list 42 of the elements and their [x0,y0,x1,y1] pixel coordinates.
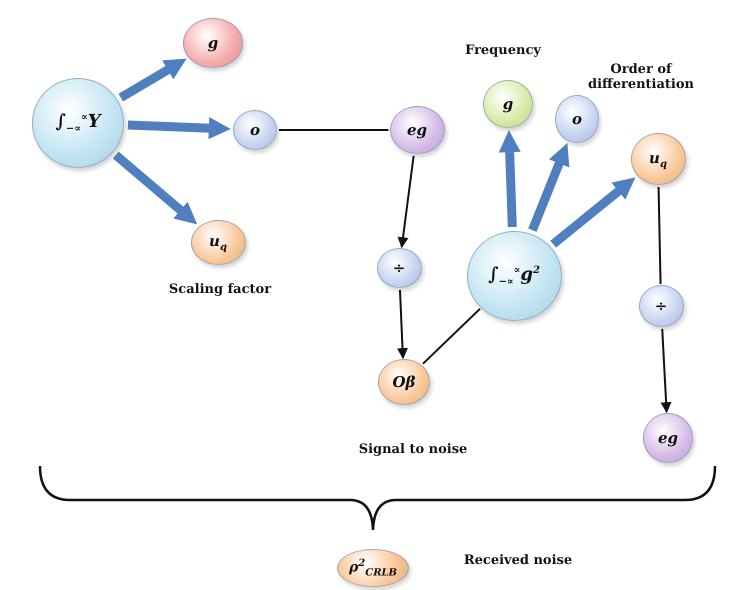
circle-node [190,220,246,264]
caption-label: Signal to noise [358,442,468,457]
arrow [550,177,636,248]
circle-node [378,359,430,405]
math-label: u$_{q}$ [649,148,667,170]
circle-node [555,95,599,143]
math-label: Oβ [392,373,416,391]
connector-line [658,186,662,284]
circle-node [376,248,422,288]
circle-node [390,106,444,154]
math-label: g [208,34,218,52]
circle-node [183,18,243,68]
circle-node [630,133,686,185]
math-label: g [502,95,514,113]
arrow [112,152,198,224]
arrow [118,58,187,102]
arrow [398,156,415,248]
arrow [397,290,408,360]
circle-node [483,80,533,128]
circle-node [337,549,409,587]
math-label: o [250,121,260,139]
math-label: ∫$_{−∝}$$^{∝}$Y [55,111,101,135]
caption-label: Frequency [464,43,542,58]
arrow [128,117,231,140]
math-label: eg [406,121,428,139]
math-label: ∫$_{−∝}$$^{∝}$g$^{2}$ [488,264,540,288]
circle-node [643,413,693,463]
math-label: u$_{q}$ [209,232,227,252]
arrow [660,328,672,414]
math-label: eg [658,429,678,447]
math-label: o [572,110,582,128]
circle-node [233,110,277,150]
connector-line [279,129,388,131]
circle-node [638,285,684,327]
math-label: ÷ [654,297,668,315]
connector-line [422,308,481,364]
math-label: ÷ [392,259,406,277]
arrow [498,130,521,228]
caption-label: Received noise [462,553,574,568]
arrow [528,143,570,232]
caption-label: Scaling factor [168,282,272,297]
caption-label: Order of differentiation [587,62,695,92]
